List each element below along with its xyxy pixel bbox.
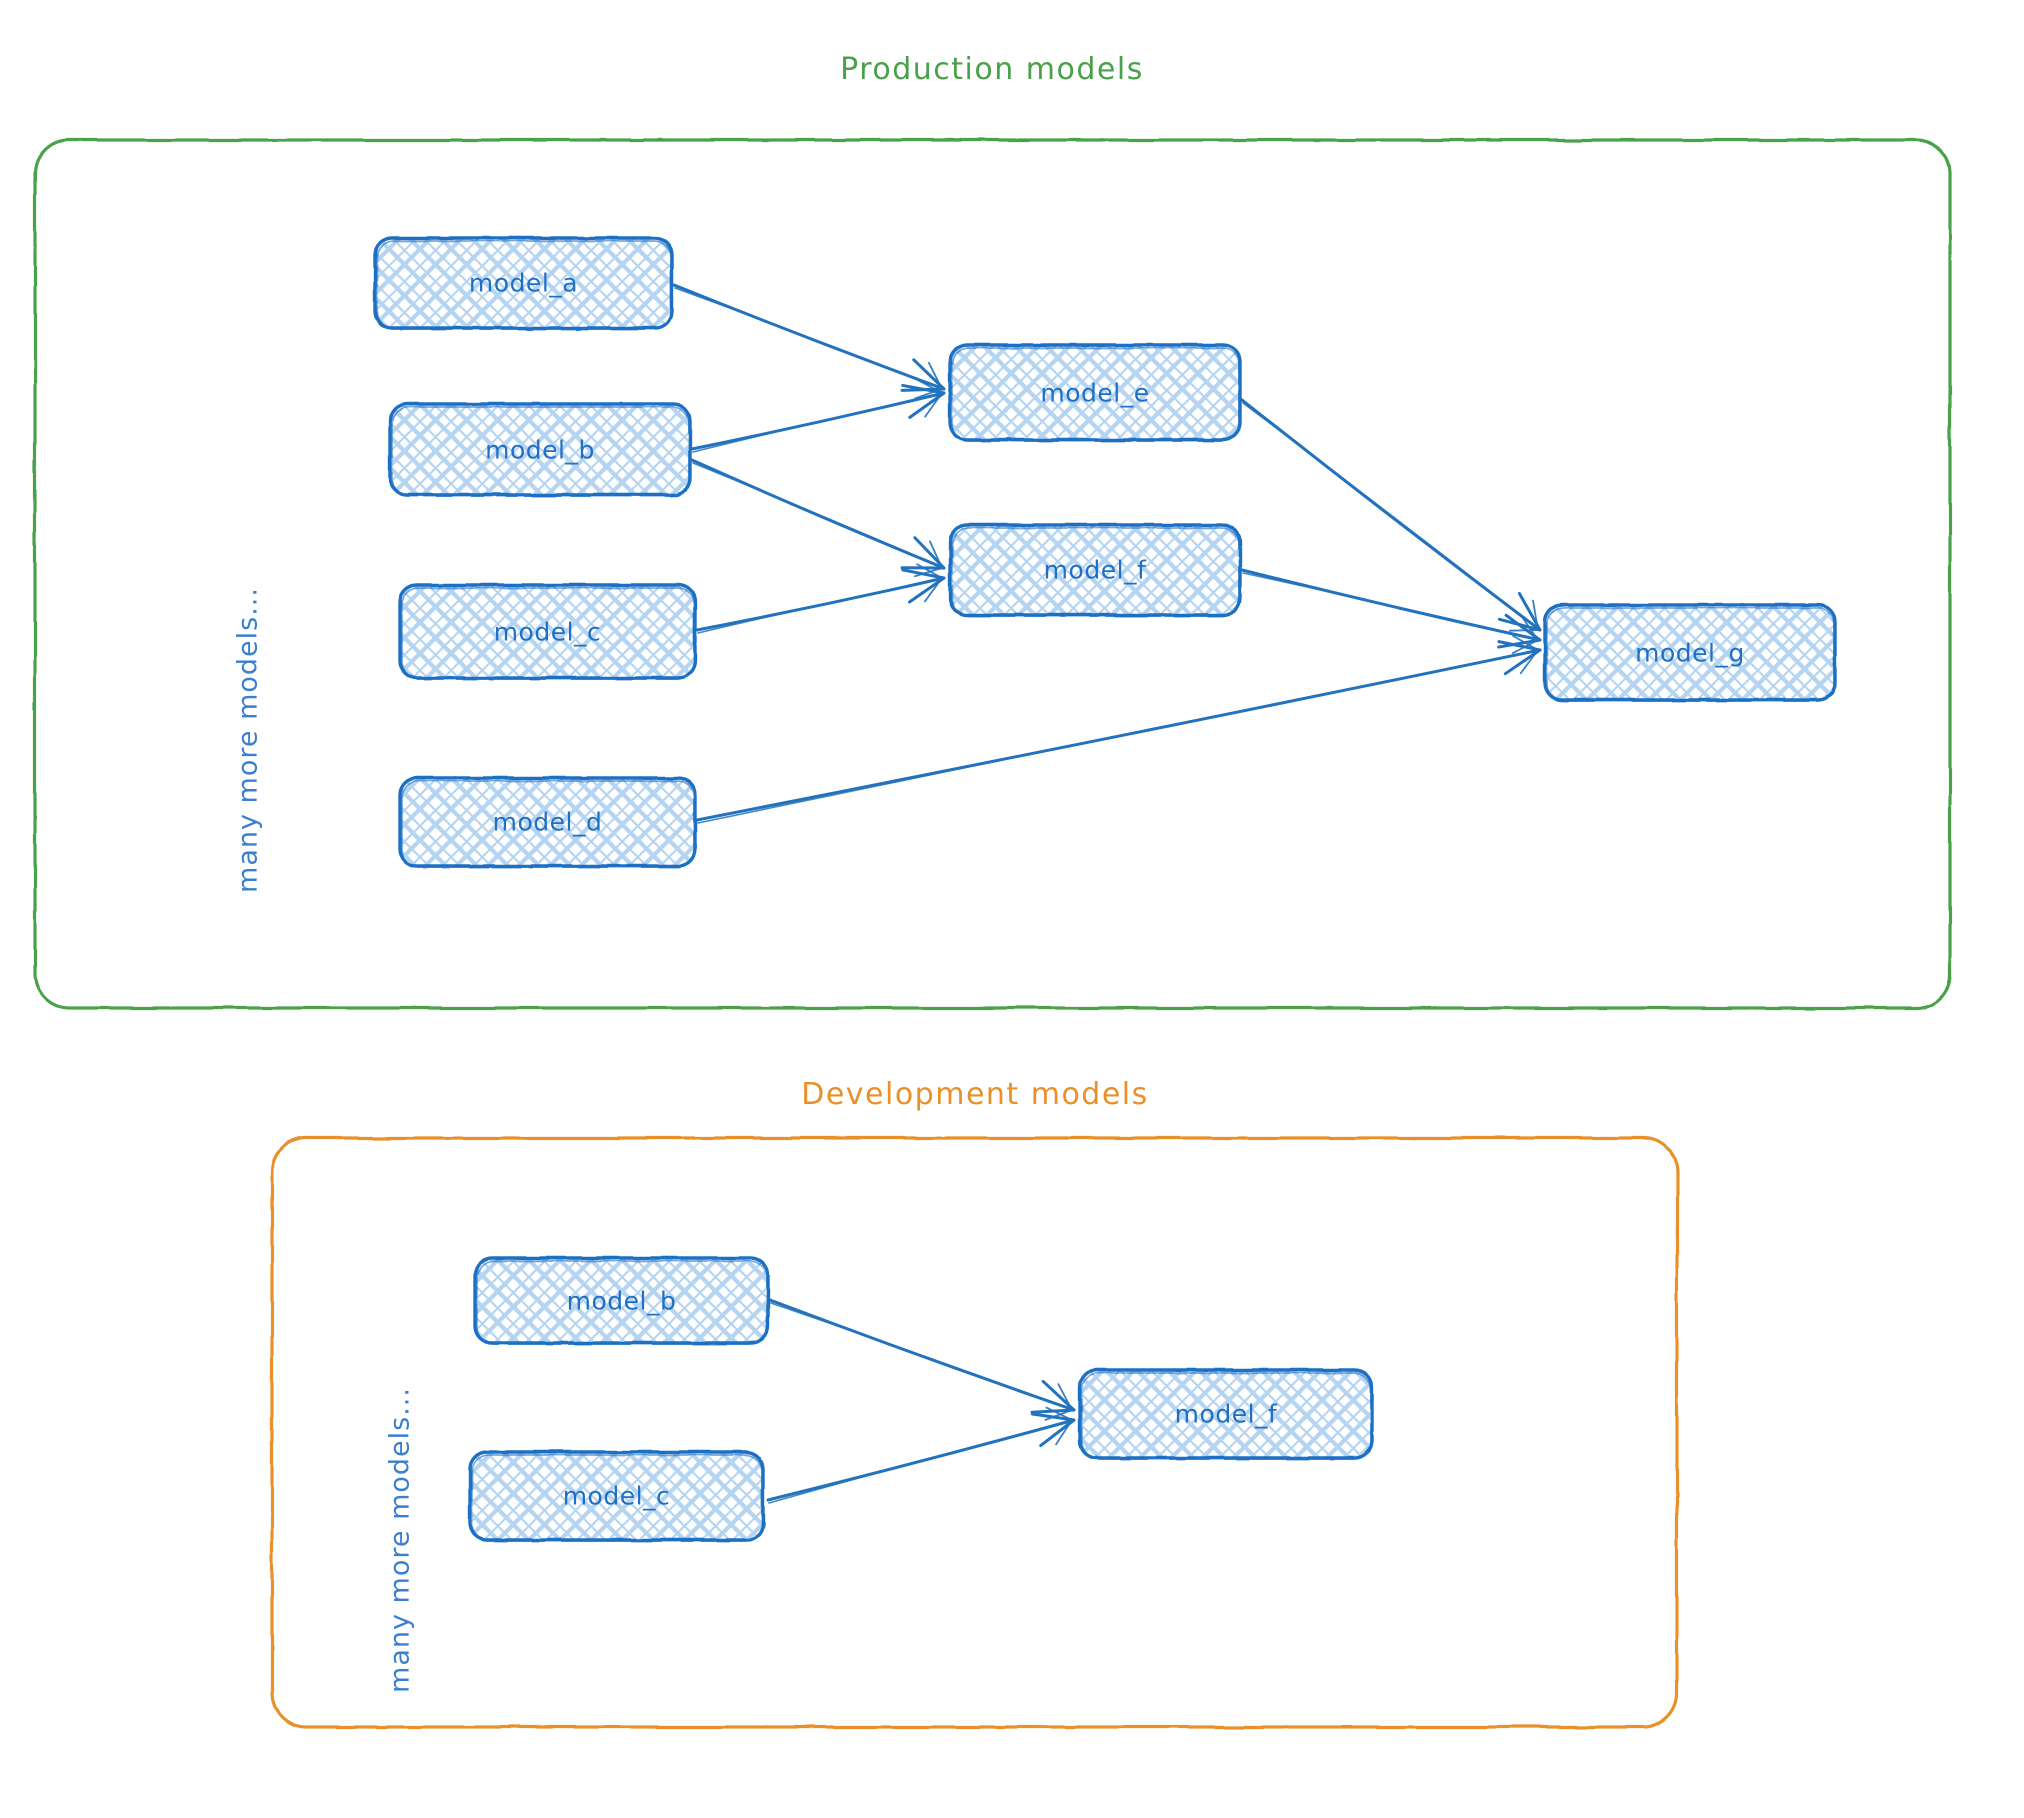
side-label-production: many more models... [232,587,264,893]
node-dev-model-f[interactable] [1078,1368,1374,1460]
node-hit-prod-model-c[interactable] [400,585,695,678]
edge-b-to-e [690,378,946,453]
group-title-development: Development models [801,1077,1149,1112]
edge-d-to-g [695,635,1542,824]
edge-devc-to-devf [766,1406,1076,1504]
group-title-production: Production models [840,52,1144,87]
node-hit-prod-model-b[interactable] [390,404,690,495]
group-frame-development [270,1136,1679,1729]
node-prod-model-b[interactable] [388,402,692,497]
edge-a-to-e [672,283,946,400]
node-prod-model-g[interactable] [1543,603,1837,702]
node-dev-model-b[interactable] [473,1256,770,1345]
node-hit-dev-model-f[interactable] [1080,1370,1372,1458]
node-dev-model-c[interactable] [468,1450,765,1542]
node-hit-prod-model-d[interactable] [400,778,695,866]
group-frame-production [33,138,1952,1010]
node-prod-model-c[interactable] [398,583,697,680]
edge-f-to-g [1240,568,1542,655]
node-prod-model-f[interactable] [948,523,1242,617]
node-hit-prod-model-e[interactable] [950,345,1240,440]
node-hit-dev-model-c[interactable] [470,1452,763,1540]
node-hit-dev-model-b[interactable] [475,1258,768,1343]
edge-devb-to-devf [768,1298,1076,1421]
node-layer [373,236,1837,1542]
node-hit-prod-model-g[interactable] [1545,605,1835,700]
node-prod-model-e[interactable] [948,343,1242,442]
edge-layer [672,283,1542,1504]
edge-e-to-g [1240,398,1542,632]
node-prod-model-a[interactable] [373,236,674,330]
side-label-development: many more models... [384,1387,416,1693]
group-frames [33,138,1952,1729]
node-hit-prod-model-f[interactable] [950,525,1240,615]
node-prod-model-d[interactable] [398,776,697,868]
node-hit-prod-model-a[interactable] [375,238,672,328]
edge-b-to-f [690,458,946,578]
edge-c-to-f [695,563,946,634]
